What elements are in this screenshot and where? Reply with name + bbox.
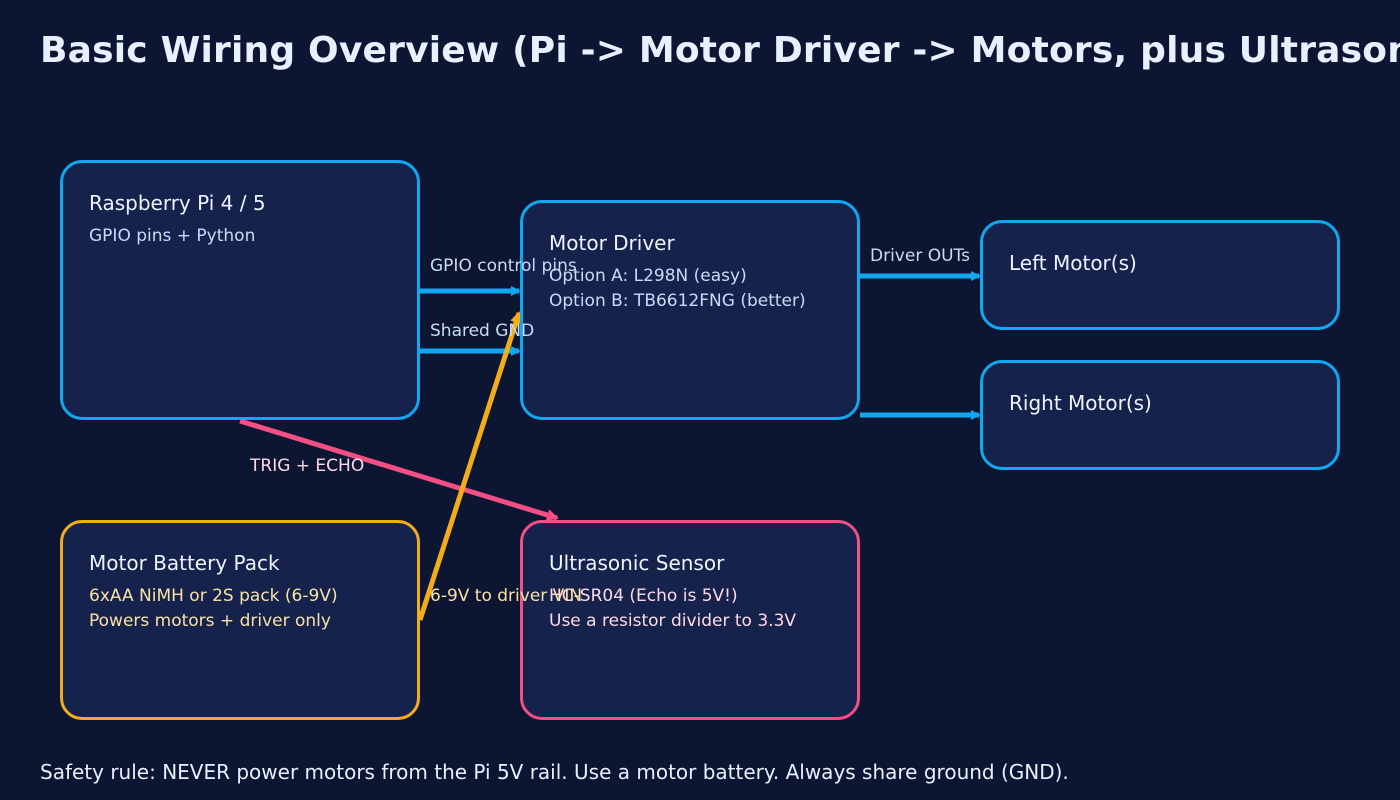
motor-driver-box: Motor Driver Option A: L298N (easy) Opti…	[520, 200, 860, 420]
raspberry-pi-title: Raspberry Pi 4 / 5	[89, 191, 266, 215]
trig-echo-wire	[239, 418, 559, 521]
battery-vin-wire	[417, 311, 522, 621]
left-motor-title: Left Motor(s)	[1009, 251, 1137, 275]
raspberry-pi-line: GPIO pins + Python	[89, 226, 256, 246]
driver-outs-label: Driver OUTs	[870, 246, 970, 266]
motor-battery-box: Motor Battery Pack 6xAA NiMH or 2S pack …	[60, 520, 420, 720]
motor-battery-line-2: Powers motors + driver only	[89, 611, 331, 631]
right-motor-title: Right Motor(s)	[1009, 391, 1152, 415]
ultrasonic-sensor-title: Ultrasonic Sensor	[549, 551, 725, 575]
battery-vin-label: 6-9V to driver VIN	[430, 586, 583, 606]
motor-driver-option-a: Option A: L298N (easy)	[549, 266, 747, 286]
gnd-wire-label: Shared GND	[430, 321, 535, 341]
page-title: Basic Wiring Overview (Pi -> Motor Drive…	[40, 30, 1400, 71]
ultrasonic-sensor-line-2: Use a resistor divider to 3.3V	[549, 611, 797, 631]
trig-echo-label: TRIG + ECHO	[250, 456, 365, 476]
left-motor-box: Left Motor(s)	[980, 220, 1340, 330]
motor-driver-title: Motor Driver	[549, 231, 675, 255]
gpio-wire-label: GPIO control pins	[430, 256, 577, 276]
right-motor-box: Right Motor(s)	[980, 360, 1340, 470]
ultrasonic-sensor-line-1: HC-SR04 (Echo is 5V!)	[549, 586, 738, 606]
motor-battery-title: Motor Battery Pack	[89, 551, 280, 575]
motor-driver-option-b: Option B: TB6612FNG (better)	[549, 291, 806, 311]
raspberry-pi-box: Raspberry Pi 4 / 5 GPIO pins + Python	[60, 160, 420, 420]
motor-battery-line-1: 6xAA NiMH or 2S pack (6-9V)	[89, 586, 338, 606]
ultrasonic-sensor-box: Ultrasonic Sensor HC-SR04 (Echo is 5V!) …	[520, 520, 860, 720]
safety-rule-footer: Safety rule: NEVER power motors from the…	[40, 760, 1069, 784]
